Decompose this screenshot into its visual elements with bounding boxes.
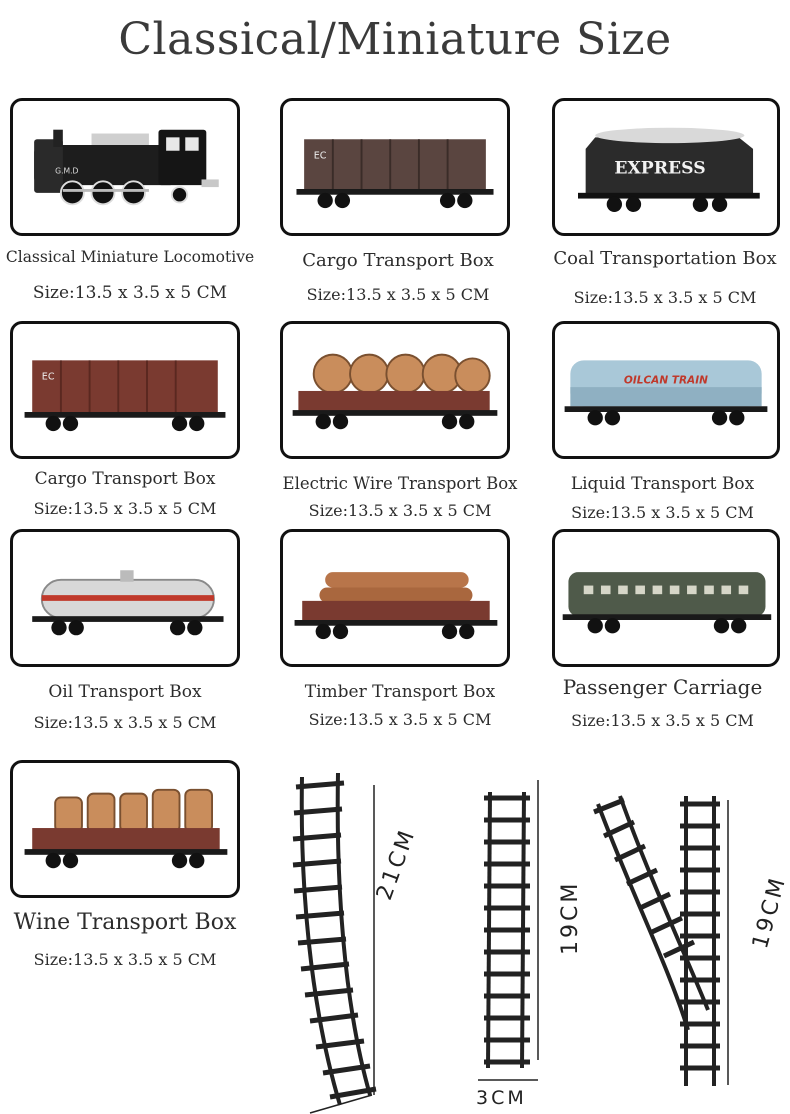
product-size: Size:13.5 x 3.5 x 5 CM — [571, 711, 754, 730]
product-name: Passenger Carriage — [562, 675, 763, 699]
timber-car-image — [294, 572, 498, 640]
product-image-frame: OILCAN TRAIN — [552, 321, 780, 459]
coal-car-image: EXPRESS — [578, 127, 760, 212]
product-locomotive: G.M.D Classical Miniature Locomotive Siz… — [0, 98, 260, 313]
straight-track-image — [484, 791, 530, 1069]
product-name: Timber Transport Box — [304, 682, 496, 702]
product-cargo-2: EC Cargo Transport Box Size:13.5 x 3.5 x… — [0, 321, 250, 521]
liquid-marking: OILCAN TRAIN — [624, 374, 708, 386]
product-size: Size:13.5 x 3.5 x 5 CM — [33, 950, 217, 969]
passenger-car-image — [562, 572, 772, 634]
product-size: Size:13.5 x 3.5 x 5 CM — [308, 501, 492, 520]
cargo-car-image: EC — [296, 139, 494, 209]
product-name: Electric Wire Transport Box — [282, 474, 518, 493]
product-image-frame: EC — [280, 98, 510, 236]
product-image-frame: EXPRESS — [552, 98, 780, 236]
product-cargo-1: EC Cargo Transport Box Size:13.5 x 3.5 x… — [268, 98, 528, 313]
product-oil: Oil Transport Box Size:13.5 x 3.5 x 5 CM — [0, 529, 250, 739]
product-liquid: OILCAN TRAIN Liquid Transport Box Size:1… — [535, 321, 790, 522]
straight-track-length: 19CM — [558, 880, 583, 955]
curved-track-image — [292, 772, 377, 1106]
dimension-line — [478, 780, 539, 1081]
switch-track-image — [593, 795, 720, 1086]
product-image-frame — [10, 760, 240, 898]
product-electric-wire: Electric Wire Transport Box Size:13.5 x … — [270, 321, 530, 521]
product-name: Cargo Transport Box — [302, 250, 494, 271]
liquid-car-image: OILCAN TRAIN — [564, 360, 768, 426]
coal-marking: EXPRESS — [614, 159, 705, 179]
wine-car-image — [24, 788, 228, 869]
dimension-line — [727, 800, 729, 1085]
straight-track-width: 3CM — [476, 1087, 527, 1109]
locomotive-image: G.M.D — [34, 129, 219, 206]
product-size: Size:13.5 x 3.5 x 5 CM — [306, 285, 490, 304]
product-image-frame — [10, 529, 240, 667]
switch-track-length: 19CM — [748, 873, 790, 952]
locomotive-marking: G.M.D — [55, 167, 78, 176]
cargo-car-image: EC — [24, 360, 226, 432]
product-name: Wine Transport Box — [13, 910, 237, 935]
product-name: Coal Transportation Box — [553, 248, 777, 269]
product-size: Size:13.5 x 3.5 x 5 CM — [308, 710, 492, 729]
oil-car-image — [32, 570, 224, 636]
product-timber: Timber Transport Box Size:13.5 x 3.5 x 5… — [270, 529, 530, 739]
product-image-frame — [280, 529, 510, 667]
product-size: Size:13.5 x 3.5 x 5 CM — [32, 283, 228, 303]
product-name: Liquid Transport Box — [570, 474, 755, 494]
product-coal: EXPRESS Coal Transportation Box Size:13.… — [540, 98, 790, 313]
product-name: Oil Transport Box — [48, 682, 202, 702]
product-size: Size:13.5 x 3.5 x 5 CM — [573, 288, 757, 307]
page-title: Classical/Miniature Size — [118, 14, 672, 65]
product-name: Cargo Transport Box — [34, 469, 216, 489]
dimension-line — [309, 785, 375, 1114]
cargo-marking: EC — [314, 150, 327, 161]
product-image-frame — [280, 321, 510, 459]
cargo-marking: EC — [42, 371, 55, 382]
product-image-frame: EC — [10, 321, 240, 459]
product-size: Size:13.5 x 3.5 x 5 CM — [33, 713, 217, 732]
product-size: Size:13.5 x 3.5 x 5 CM — [33, 499, 217, 518]
product-image-frame — [552, 529, 780, 667]
product-wine: Wine Transport Box Size:13.5 x 3.5 x 5 C… — [0, 760, 250, 980]
wire-car-image — [292, 353, 498, 430]
product-passenger: Passenger Carriage Size:13.5 x 3.5 x 5 C… — [535, 529, 790, 739]
product-image-frame: G.M.D — [10, 98, 240, 236]
product-size: Size:13.5 x 3.5 x 5 CM — [571, 503, 754, 522]
product-name: Classical Miniature Locomotive — [5, 248, 255, 266]
